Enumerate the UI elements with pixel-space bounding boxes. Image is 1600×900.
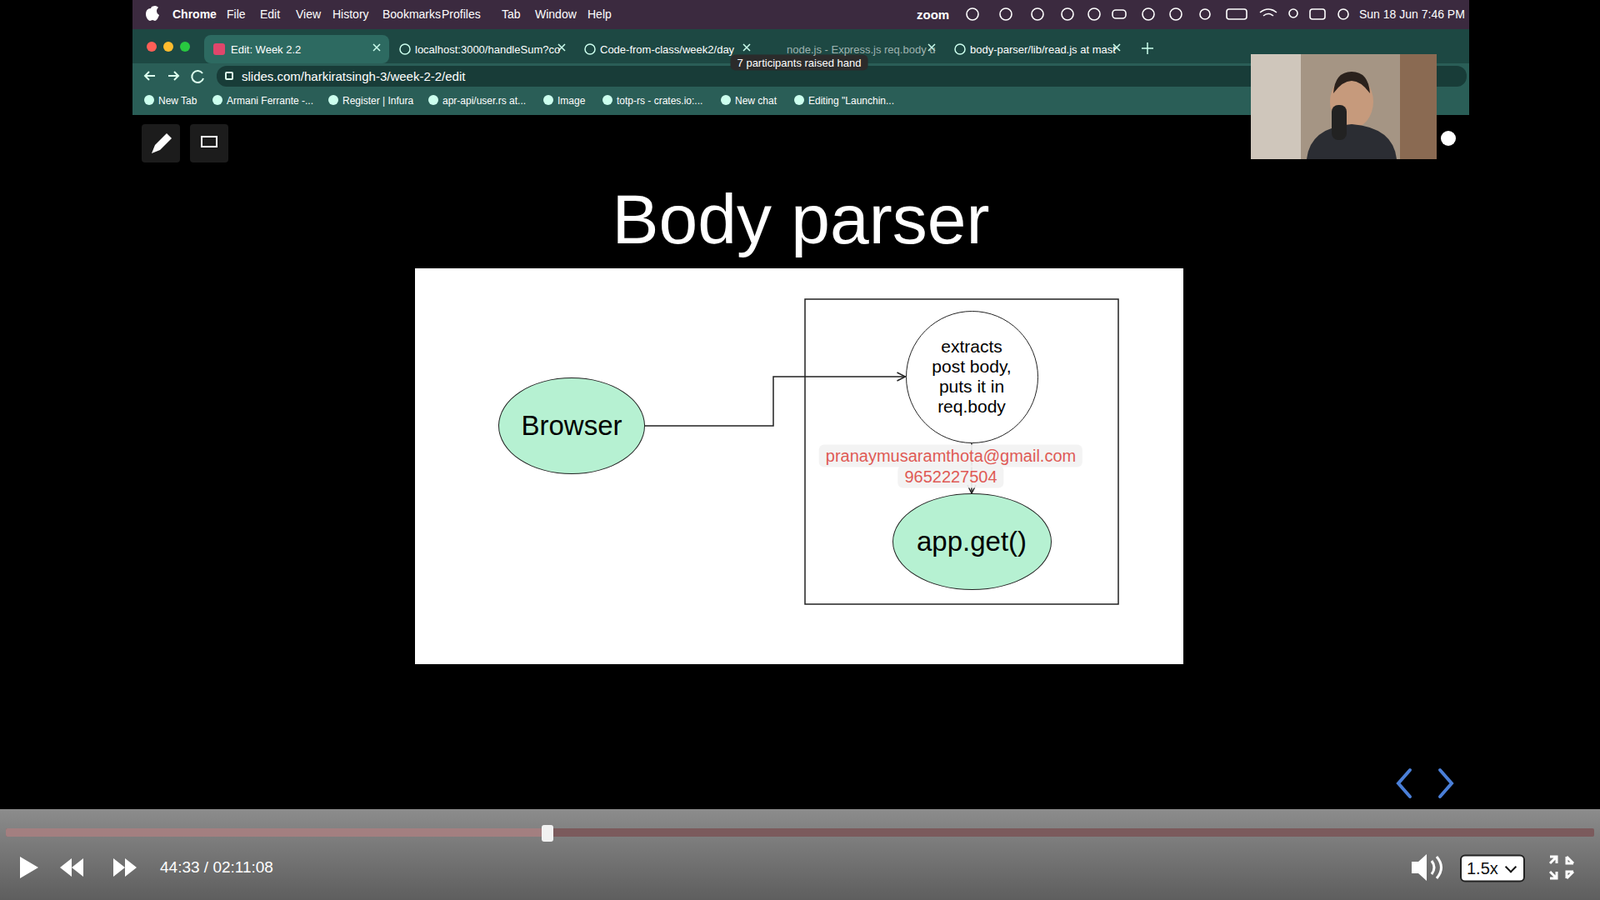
speed-select: 1.5x — [1460, 855, 1525, 883]
progress-played — [5, 828, 547, 837]
bookmark: New chat — [735, 95, 777, 107]
bookmark: totp-rs - crates.io:... — [616, 95, 703, 107]
menu-item: History — [332, 7, 370, 21]
tab-title: localhost:3000/handleSum?co — [415, 43, 560, 56]
rewind-icon — [60, 858, 84, 877]
menu-item: Profiles — [441, 7, 481, 21]
watermark: 9652227504 — [897, 465, 1004, 489]
window-close — [146, 41, 157, 52]
url-text: slides.com/harkiratsingh-3/week-2-2/edit — [241, 69, 465, 84]
bookmark: Editing "Launchin... — [808, 95, 895, 107]
webcam-thumbnail — [1250, 54, 1437, 160]
forward-icon — [113, 858, 137, 877]
video-controls — [0, 809, 1600, 900]
bookmark: New Tab — [158, 95, 197, 107]
node-text: Browser — [520, 410, 622, 442]
window-minimize — [163, 41, 174, 52]
fullscreen-icon — [1550, 856, 1574, 879]
menu-bar — [132, 0, 1470, 30]
node-text: app.get() — [916, 525, 1027, 558]
server-box — [805, 299, 1119, 605]
menu-item: Help — [587, 7, 612, 21]
tab-title: body-parser/lib/read.js at mast — [970, 43, 1116, 56]
progress-track — [5, 828, 1595, 837]
menu-item: Tab — [501, 7, 521, 21]
tab-title: Edit: Week 2.2 — [230, 43, 301, 56]
present-icon — [201, 136, 217, 147]
tab-title: node.js - Express.js req.body u — [786, 43, 935, 56]
tab-favicon — [213, 43, 225, 55]
apple-logo — [145, 5, 160, 21]
play-icon — [20, 856, 39, 879]
tab-title: Code-from-class/week2/day — [600, 43, 735, 56]
menu-item: Chrome — [172, 7, 217, 21]
menu-item: View — [295, 7, 321, 21]
active-tab — [204, 35, 390, 64]
timecode: 44:33 / 02:11:08 — [160, 858, 274, 877]
pen-button — [141, 124, 180, 163]
menu-item: Edit — [260, 7, 280, 21]
flow-arrow — [645, 376, 906, 426]
menu-item: File — [226, 7, 246, 21]
notification-pill: 7 participants raised hand — [730, 55, 869, 71]
app-name: zoom — [916, 7, 950, 22]
handler-ellipse: app.get() — [892, 493, 1052, 590]
client-ellipse: Browser — [498, 377, 645, 475]
window-zoom — [180, 41, 190, 52]
progress-thumb — [541, 825, 554, 842]
bookmark: Image — [557, 95, 585, 107]
clock: Sun 18 Jun 7:46 PM — [1359, 7, 1465, 21]
watermark: pranaymusaramthota@gmail.com — [819, 445, 1083, 468]
middleware-circle: extracts post body, puts it in req.body — [905, 310, 1039, 444]
volume-icon — [1411, 854, 1442, 881]
status-icons — [966, 8, 1349, 20]
pen-icon — [151, 133, 172, 154]
slide-nav-arrows — [1398, 770, 1452, 797]
present-button — [190, 124, 229, 163]
slide-title: Body parser — [612, 179, 990, 260]
diagram-panel — [415, 268, 1184, 665]
node-text: extracts post body, puts it in req.body — [925, 336, 1018, 418]
bookmark: Register | Infura — [342, 95, 414, 107]
menu-item: Bookmarks — [382, 7, 441, 21]
menu-item: Window — [535, 7, 577, 21]
participants-icon — [1440, 130, 1456, 146]
bookmark: apr-api/user.rs at... — [442, 95, 526, 107]
nav-buttons — [145, 70, 233, 83]
bookmark: Armani Ferrante -... — [226, 95, 314, 107]
